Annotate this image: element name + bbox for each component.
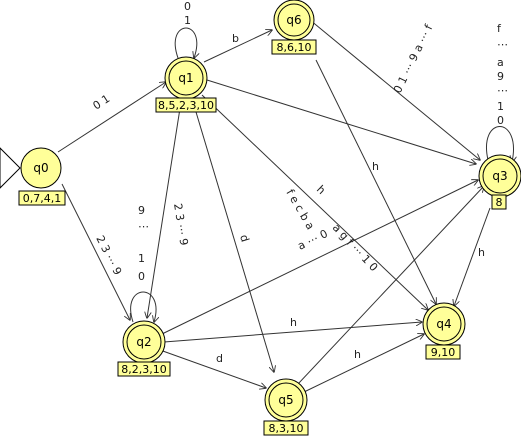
state-subset-q4: 9,10 [431, 346, 456, 359]
state-label-q5: q5 [278, 393, 293, 407]
edge-q0-q2 [61, 183, 130, 320]
edge-q6-q3 [309, 19, 480, 160]
edge-q2-q4 [163, 322, 422, 343]
state-label-q4: q4 [436, 317, 451, 331]
edge-q6-q4 [315, 59, 436, 304]
edge-q1-q2 [147, 101, 182, 318]
state-q2[interactable]: q2 8,2,3,10 [117, 320, 171, 377]
state-q4[interactable]: q4 9,10 [422, 302, 466, 360]
edge-q5-q4 [303, 334, 424, 393]
edge-label-q3-loop-9: 9 [497, 70, 504, 83]
state-q0[interactable]: q0 0,7,4,1 [18, 147, 66, 206]
start-arrow-icon [0, 147, 21, 189]
edge-q2-q3 [161, 180, 478, 335]
edge-q0-q1 [57, 82, 166, 153]
edge-label-q0-q1: 0 1 [91, 92, 113, 112]
state-label-q3: q3 [492, 169, 507, 183]
edge-label-q3-loop-a: a [497, 56, 504, 69]
edge-label-q2-q4: h [290, 316, 297, 329]
edge-q1-q5 [192, 101, 274, 372]
edge-label-q1-q4: h [314, 183, 328, 197]
state-label-q0: q0 [33, 161, 48, 175]
state-subset-q3: 8 [496, 196, 503, 209]
state-subset-q0: 0,7,4,1 [23, 192, 61, 205]
edge-label-q3-loop-dots2: ⋯ [497, 84, 508, 97]
state-q1[interactable]: q1 8,5,2,3,10 [155, 56, 217, 113]
edge-label-q1-q5: d [237, 233, 251, 243]
state-label-q1: q1 [178, 71, 193, 85]
edge-label-q1-q6: b [232, 32, 239, 45]
state-label-q2: q2 [136, 335, 151, 349]
edge-label-q1-q3: f e c b a [283, 187, 316, 232]
edge-label-q5-q4: h [354, 348, 361, 361]
edge-label-q3-loop-dots1: ⋯ [497, 38, 508, 51]
edge-label-q2-loop-9: 9 [138, 204, 145, 217]
state-subset-q6: 8,6,10 [277, 41, 312, 54]
edge-q3-loop [486, 126, 514, 162]
edge-q1-loop [174, 27, 197, 58]
state-subset-q5: 8,3,10 [269, 422, 304, 435]
edge-label-q2-q3: a ⋯ 0 [296, 227, 330, 253]
edge-q1-q6 [203, 30, 272, 63]
state-label-q6: q6 [286, 13, 301, 27]
edge-label-q1-q2: 2 3 ⋯ 9 [171, 202, 190, 246]
state-q6[interactable]: q6 8,6,10 [271, 0, 317, 55]
edge-label-q3-loop-1: 1 [497, 100, 504, 113]
edge-q3-q4 [454, 207, 491, 306]
edge-label-q1-loop-0: 0 [184, 0, 191, 13]
edge-label-q2-loop-0: 0 [138, 270, 145, 283]
edge-label-q3-q4: h [478, 246, 485, 259]
edge-q2-q5 [159, 349, 266, 388]
edge-label-q1-loop-1: 1 [184, 14, 191, 27]
edge-label-q3-loop-f: f [497, 22, 502, 35]
edge-q5-q3 [297, 186, 484, 385]
state-subset-q2: 8,2,3,10 [121, 363, 166, 376]
edge-label-q2-q5: d [216, 352, 223, 365]
state-subset-q1: 8,5,2,3,10 [158, 99, 214, 112]
edge-q1-q3 [206, 79, 476, 164]
edge-label-q6-q3: 0 1 ⋯ 9 a ⋯ f [391, 22, 436, 96]
edge-q2-loop [130, 291, 156, 322]
edge-label-q2-loop-dots: ⋯ [138, 220, 149, 233]
state-q5[interactable]: q5 8,3,10 [263, 378, 309, 436]
edge-label-q3-loop-0: 0 [497, 114, 504, 127]
edge-q1-q4 [201, 94, 428, 310]
edge-label-q5-q3: a g f ⋯ 1 0 [330, 221, 380, 274]
edge-label-q6-q4: h [372, 160, 379, 173]
state-q3[interactable]: q3 8 [478, 154, 521, 210]
edge-label-q2-loop-1: 1 [138, 252, 145, 265]
